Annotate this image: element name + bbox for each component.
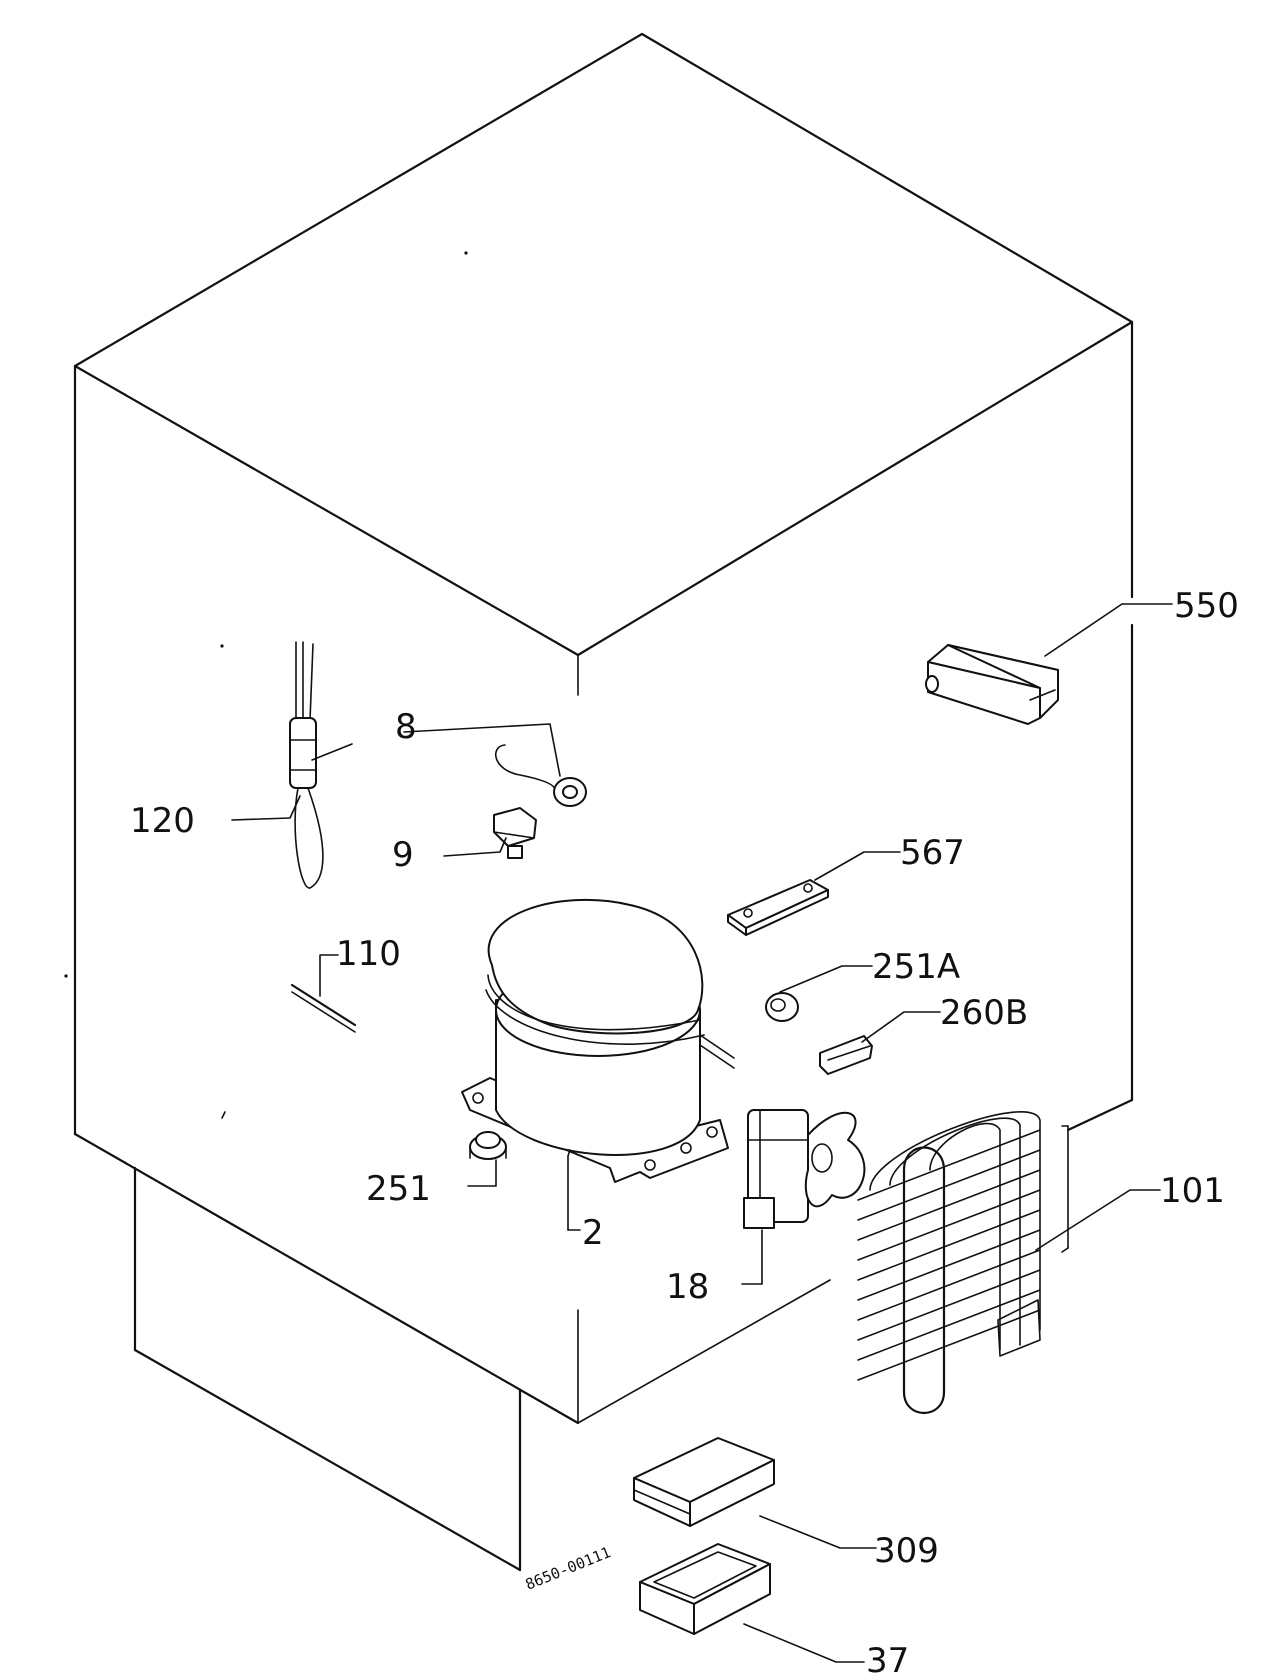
label-567: 567 xyxy=(900,833,965,873)
bracket-550-icon xyxy=(925,644,1059,725)
label-110: 110 xyxy=(336,934,401,974)
label-9: 9 xyxy=(392,835,414,875)
label-120: 120 xyxy=(130,801,195,841)
label-37: 37 xyxy=(866,1641,909,1674)
plate-567-icon xyxy=(727,879,829,936)
label-251: 251 xyxy=(366,1169,431,1209)
label-260b: 260B xyxy=(940,993,1028,1033)
drawing-code: 8650-00111 xyxy=(523,1543,613,1594)
cabinet-outline xyxy=(64,32,1134,1572)
grommet-251a-icon xyxy=(765,992,799,1022)
label-251a: 251A xyxy=(872,947,960,987)
relay-8-icon xyxy=(495,744,587,807)
condenser-coil-101-icon xyxy=(857,1111,1069,1415)
overload-9-icon xyxy=(493,807,537,859)
label-18: 18 xyxy=(666,1267,709,1307)
label-550: 550 xyxy=(1174,586,1239,626)
grommet-251-icon xyxy=(469,1131,507,1160)
label-2: 2 xyxy=(582,1213,604,1253)
tray-37-icon xyxy=(639,1543,771,1635)
clip-260b-icon xyxy=(819,1035,873,1075)
cover-309-icon xyxy=(633,1437,775,1527)
label-101: 101 xyxy=(1160,1171,1225,1211)
sensor-wire-120-icon xyxy=(289,641,353,889)
part-labels: 550 8 120 9 567 110 251A 260B 101 251 2 … xyxy=(130,586,1239,1674)
fan-motor-18-icon xyxy=(743,1109,866,1229)
leader-lines xyxy=(231,603,1173,1663)
label-309: 309 xyxy=(874,1531,939,1571)
label-8: 8 xyxy=(395,707,417,747)
compressor-2-icon xyxy=(461,898,735,1183)
rod-110-icon xyxy=(290,983,357,1033)
